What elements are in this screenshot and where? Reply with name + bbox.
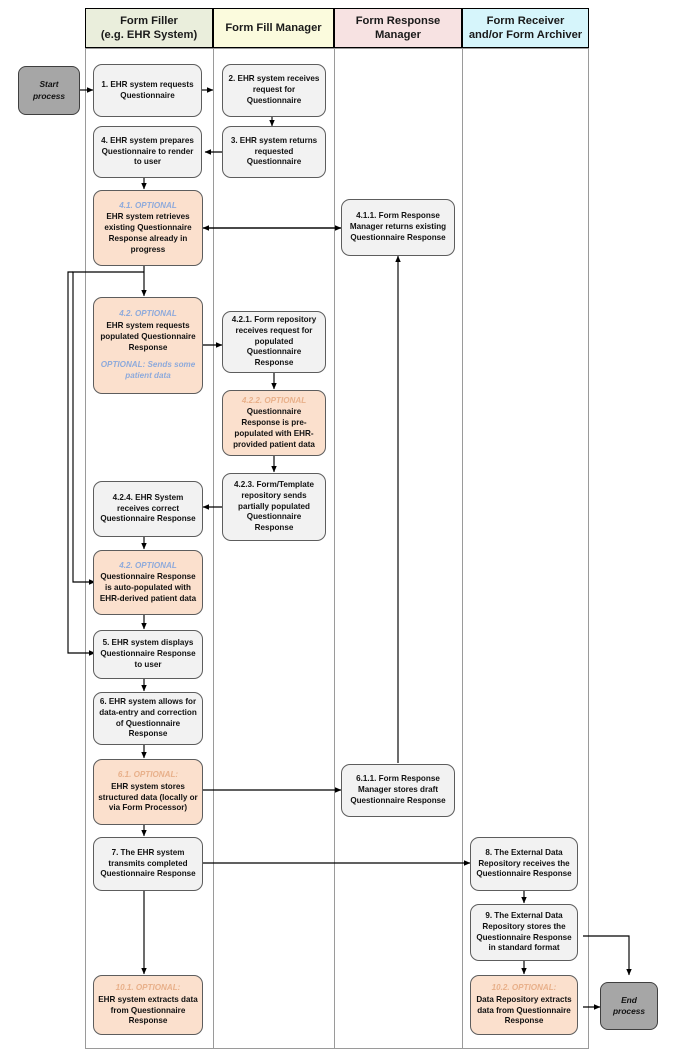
- lane-header-form-filler-line2: (e.g. EHR System): [100, 29, 198, 41]
- node-4-2-response-auto-populated[interactable]: 4.2. OPTIONAL Questionnaire Response is …: [93, 550, 203, 615]
- node-9-external-repository-stores-response[interactable]: 9. The External Data Repository stores t…: [470, 904, 578, 961]
- node-1-text: 1. EHR system requests Questionnaire: [101, 79, 194, 100]
- lane-divider-1: [213, 48, 214, 1049]
- node-10-1-ehr-extracts-data[interactable]: 10.1. OPTIONAL: EHR system extracts data…: [93, 975, 203, 1035]
- node-6-1-text: EHR system stores structured data (local…: [98, 781, 198, 813]
- lane-header-form-fill-manager-label: Form Fill Manager: [225, 22, 322, 34]
- node-4-2-4-text: 4.2.4. EHR System receives correct Quest…: [100, 492, 196, 524]
- end-process-line2: process: [612, 1006, 646, 1016]
- node-6-1-optional-tag: 6.1. OPTIONAL:: [117, 770, 179, 779]
- node-3-text: 3. EHR system returns requested Question…: [230, 135, 318, 167]
- start-process-line1: Start: [39, 79, 59, 90]
- node-10-1-optional-tag: 10.1. OPTIONAL:: [115, 983, 181, 992]
- lane-header-form-receiver: Form Receiver and/or Form Archiver: [462, 8, 589, 48]
- node-4-2-1-form-repository-receives-request[interactable]: 4.2.1. Form repository receives request …: [222, 311, 326, 373]
- node-4-1-1-manager-returns-existing-response[interactable]: 4.1.1. Form Response Manager returns exi…: [341, 199, 455, 256]
- node-5-ehr-displays-response[interactable]: 5. EHR system displays Questionnaire Res…: [93, 630, 203, 679]
- node-2-text: 2. EHR system receives request for Quest…: [228, 74, 320, 105]
- lane-header-form-response-manager-line1: Form Response: [355, 15, 441, 27]
- node-10-2-text: Data Repository extracts data from Quest…: [476, 994, 572, 1026]
- end-process-line1: End: [621, 994, 637, 1005]
- node-4-1-1-text: 4.1.1. Form Response Manager returns exi…: [349, 211, 447, 242]
- lane-header-form-response-manager: Form Response Manager: [334, 8, 462, 48]
- node-4-2-ehr-requests-populated-response[interactable]: 4.2. OPTIONAL EHR system requests popula…: [93, 297, 203, 394]
- lane-header-form-receiver-line2: and/or Form Archiver: [468, 29, 583, 41]
- start-process-terminator[interactable]: Start process: [18, 66, 80, 115]
- node-4-1-optional-tag: 4.1. OPTIONAL: [119, 200, 177, 210]
- lane-header-form-receiver-line1: Form Receiver: [486, 15, 565, 27]
- node-4-1-ehr-retrieves-existing-response[interactable]: 4.1. OPTIONAL EHR system retrieves exist…: [93, 190, 203, 266]
- node-6-text: 6. EHR system allows for data-entry and …: [99, 697, 197, 739]
- node-4-2-text: EHR system requests populated Questionna…: [100, 321, 196, 352]
- node-1-ehr-requests-questionnaire[interactable]: 1. EHR system requests Questionnaire: [93, 64, 202, 117]
- node-4-2-optional-tag: 4.2. OPTIONAL: [119, 309, 177, 319]
- node-4-1-text: EHR system retrieves existing Questionna…: [104, 212, 192, 254]
- node-4-2-3-text: 4.2.3. Form/Template repository sends pa…: [234, 480, 314, 533]
- lane-header-form-fill-manager: Form Fill Manager: [213, 8, 334, 48]
- node-8-text: 8. The External Data Repository receives…: [476, 847, 572, 879]
- node-4-2b-optional-tag: 4.2. OPTIONAL: [119, 560, 177, 570]
- node-10-1-text: EHR system extracts data from Questionna…: [98, 994, 198, 1026]
- lane-divider-3: [462, 48, 463, 1049]
- node-4-2-4-ehr-receives-correct-response[interactable]: 4.2.4. EHR System receives correct Quest…: [93, 481, 203, 537]
- node-4-2-2-text: Questionnaire Response is pre-populated …: [233, 407, 315, 449]
- node-4-text: 4. EHR system prepares Questionnaire to …: [101, 135, 194, 167]
- node-6-1-ehr-stores-structured-data[interactable]: 6.1. OPTIONAL: EHR system stores structu…: [93, 759, 203, 825]
- node-6-ehr-allows-data-entry[interactable]: 6. EHR system allows for data-entry and …: [93, 692, 203, 745]
- node-9-text: 9. The External Data Repository stores t…: [476, 911, 572, 953]
- node-4-2b-text: Questionnaire Response is auto-populated…: [99, 572, 197, 603]
- node-4-2-2-optional-tag: 4.2.2. OPTIONAL: [241, 395, 307, 405]
- lane-header-form-filler-line1: Form Filler: [120, 15, 178, 27]
- lane-header-form-response-manager-line2: Manager: [374, 29, 421, 41]
- node-3-returns-requested-questionnaire[interactable]: 3. EHR system returns requested Question…: [222, 126, 326, 178]
- node-8-external-repository-receives-response[interactable]: 8. The External Data Repository receives…: [470, 837, 578, 891]
- lane-divider-2: [334, 48, 335, 1049]
- node-7-ehr-transmits-completed-response[interactable]: 7. The EHR system transmits completed Qu…: [93, 837, 203, 891]
- start-process-line2: process: [32, 90, 66, 101]
- node-4-ehr-prepares-questionnaire[interactable]: 4. EHR system prepares Questionnaire to …: [93, 126, 202, 178]
- node-5-text: 5. EHR system displays Questionnaire Res…: [100, 638, 196, 669]
- node-6-1-1-text: 6.1.1. Form Response Manager stores draf…: [350, 774, 446, 805]
- node-10-2-repository-extracts-data[interactable]: 10.2. OPTIONAL: Data Repository extracts…: [470, 975, 578, 1035]
- node-4-2-note: OPTIONAL: Sends some patient data: [100, 360, 196, 380]
- node-4-2-2-response-pre-populated[interactable]: 4.2.2. OPTIONAL Questionnaire Response i…: [222, 390, 326, 456]
- node-2-receives-request-for-questionnaire[interactable]: 2. EHR system receives request for Quest…: [222, 64, 326, 117]
- node-4-2-1-text: 4.2.1. Form repository receives request …: [231, 315, 317, 368]
- node-7-text: 7. The EHR system transmits completed Qu…: [100, 847, 196, 879]
- node-4-2-3-repository-sends-partially-populated[interactable]: 4.2.3. Form/Template repository sends pa…: [222, 473, 326, 541]
- node-6-1-1-manager-stores-draft-response[interactable]: 6.1.1. Form Response Manager stores draf…: [341, 764, 455, 817]
- node-10-2-optional-tag: 10.2. OPTIONAL:: [491, 983, 557, 992]
- lane-header-form-filler: Form Filler (e.g. EHR System): [85, 8, 213, 48]
- end-process-terminator[interactable]: End process: [600, 982, 658, 1030]
